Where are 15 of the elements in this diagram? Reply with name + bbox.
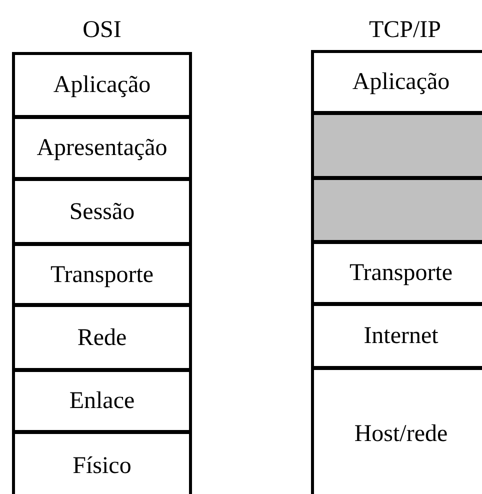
empty-layer-box bbox=[311, 112, 482, 179]
column-heading: OSI bbox=[82, 18, 122, 42]
layer-box: Transporte bbox=[311, 241, 482, 305]
layer-box: Sessão bbox=[12, 178, 192, 245]
layer-box: Host/rede bbox=[311, 367, 482, 494]
layer-box: Internet bbox=[311, 303, 482, 369]
layer-box: Apresentação bbox=[12, 116, 192, 180]
layer-box: Transporte bbox=[12, 243, 192, 306]
column-heading: TCP/IP bbox=[368, 18, 442, 42]
layer-box: Enlace bbox=[12, 369, 192, 433]
layer-box: Aplicação bbox=[311, 50, 482, 114]
layer-box: Físico bbox=[12, 431, 192, 494]
layer-box: Rede bbox=[12, 304, 192, 371]
empty-layer-box bbox=[311, 177, 482, 243]
layer-box: Aplicação bbox=[12, 52, 192, 118]
